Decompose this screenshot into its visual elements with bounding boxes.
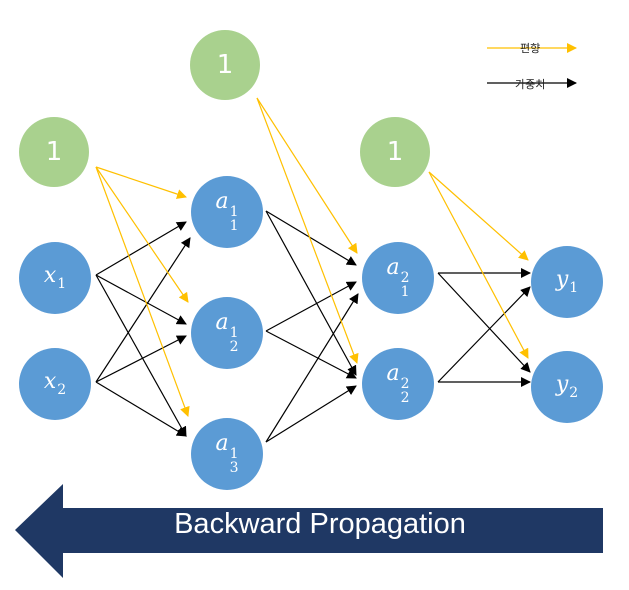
backward-propagation-label: Backward Propagation <box>174 508 466 540</box>
input-node-x2: x2 <box>19 348 91 420</box>
legend-bias-label: 편향 <box>520 42 541 55</box>
output-node-y2: y2 <box>531 351 603 423</box>
output-node-y1: y1 <box>531 246 603 318</box>
legend-weight-label: 가중치 <box>515 78 546 91</box>
bias-arrows <box>95 97 529 417</box>
backward-propagation-arrow <box>15 484 603 578</box>
bias-node-hidden2: 1 <box>360 117 430 187</box>
weight-arrows-layer2 <box>265 210 359 443</box>
input-node-x1: x1 <box>19 242 91 314</box>
bias-node-input: 1 <box>19 117 89 187</box>
weight-arrows-layer3 <box>437 268 531 387</box>
weight-arrows-layer1 <box>95 221 191 437</box>
bias-node-hidden1: 1 <box>190 30 260 100</box>
